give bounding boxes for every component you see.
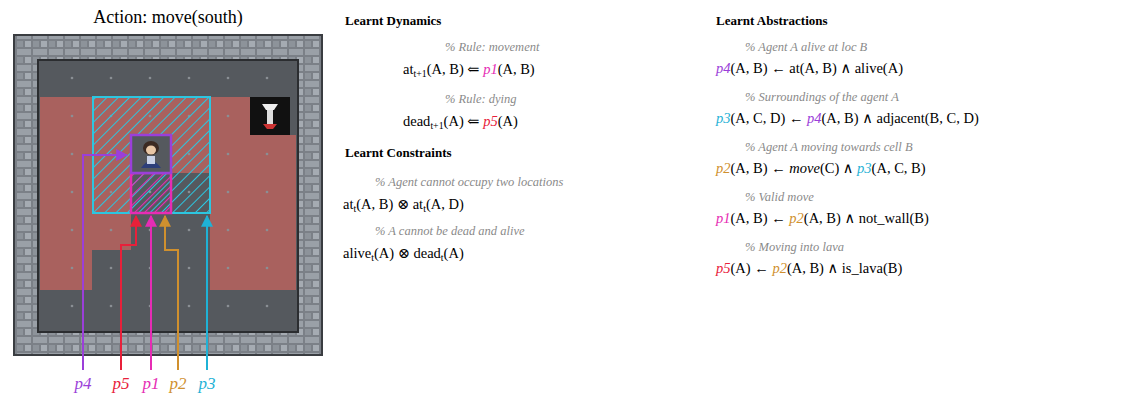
logic-rule-line: p1(A, B) ← p2(A, B) ∧ not_wall(B) — [716, 210, 929, 227]
logic-rule: p4 — [807, 110, 822, 126]
rule-comment: % Valid move — [745, 190, 814, 204]
logic-rule: p5 — [716, 260, 731, 276]
callout-label: p4 — [75, 374, 92, 394]
logic-rule: (C) ∧ — [820, 160, 857, 176]
logic-rule-line: p2(A, B) ← move(C) ∧ p3(A, C, B) — [716, 160, 926, 177]
exit-tile — [250, 97, 290, 135]
rule-comment: % Rule: dying — [445, 92, 517, 106]
leader-line — [206, 216, 208, 370]
logic-rule: p5 — [483, 113, 498, 129]
section-heading-line: Learnt Dynamics — [345, 13, 441, 29]
callout-label: p3 — [199, 374, 216, 394]
callout-label: p1 — [143, 374, 160, 394]
logic-rule: p3 — [716, 110, 731, 126]
logic-rule: p4 — [716, 60, 731, 76]
logic-rule: (A, B) — [498, 61, 535, 77]
rule-comment: % Rule: movement — [445, 40, 539, 54]
wall-outline — [14, 35, 322, 355]
rule-comment-line: % Rule: movement — [445, 40, 539, 55]
logic-rule: (A, C, B) — [872, 160, 926, 176]
logic-rule: p1 — [483, 61, 498, 77]
logic-rule: at — [403, 61, 413, 77]
logic-rule: (A, B) ← — [731, 160, 790, 176]
subscript: t+1 — [413, 68, 426, 79]
agent-cell — [131, 135, 171, 173]
logic-rule: (A) ⊗ dead — [374, 245, 441, 261]
logic-rule: p2 — [789, 210, 804, 226]
rule-comment-line: % Moving into lava — [745, 240, 844, 255]
subscript: t+1 — [430, 120, 443, 131]
logic-rule-line: p4(A, B) ← at(A, B) ∧ alive(A) — [716, 60, 903, 77]
figure-title: Action: move(south) — [93, 7, 242, 28]
rule-comment-line: % Agent A alive at loc B — [745, 40, 867, 55]
logic-rule: (A, B) ← — [731, 210, 790, 226]
logic-rule: (A, B) ∧ adjacent(B, C, D) — [822, 110, 979, 126]
leader-line — [165, 216, 178, 370]
logic-rule: p3 — [857, 160, 872, 176]
logic-rule: (A, B) ∧ is_lava(B) — [787, 260, 902, 276]
section-heading: Learnt Dynamics — [345, 13, 441, 28]
logic-rule: (A) — [444, 245, 464, 261]
logic-rule: (A, B) ← at(A, B) ∧ alive(A) — [731, 60, 904, 76]
logic-rule: (A, B) ∧ not_wall(B) — [804, 210, 929, 226]
rule-comment: % Agent cannot occupy two locations — [375, 175, 563, 189]
logic-rule: (A, C, D) ← — [731, 110, 808, 126]
subscript: t — [441, 252, 444, 263]
logic-rule-line: p3(A, C, D) ← p4(A, B) ∧ adjacent(B, C, … — [716, 110, 979, 127]
agent-sprite — [131, 135, 171, 173]
subscript: t — [371, 252, 374, 263]
leader-line — [121, 216, 136, 370]
subscript: t — [423, 203, 426, 214]
section-heading: Learnt Abstractions — [716, 13, 828, 28]
logic-rule-line: p5(A) ← p2(A, B) ∧ is_lava(B) — [716, 260, 902, 277]
logic-rule: p2 — [716, 160, 731, 176]
section-heading-line: Learnt Abstractions — [716, 13, 828, 29]
rule-comment: % Moving into lava — [745, 240, 844, 254]
rule-comment: % Surroundings of the agent A — [745, 90, 899, 104]
rule-comment-line: % Surroundings of the agent A — [745, 90, 899, 105]
floor-texture — [38, 60, 298, 332]
logic-rule-line: att+1(A, B) ⇐ p1(A, B) — [403, 61, 535, 79]
rule-comment-line: % Agent A moving towards cell B — [745, 140, 913, 155]
callout-label: p5 — [113, 374, 130, 394]
logic-rule: dead — [403, 113, 430, 129]
logic-rule: (A, B) ⊗ at — [356, 196, 423, 212]
logic-rule: (A) ⇐ — [444, 113, 484, 129]
rule-comment: % A cannot be dead and alive — [375, 224, 525, 238]
logic-rule-line: alivet(A) ⊗ deadt(A) — [343, 245, 464, 263]
logic-rule: p1 — [716, 210, 731, 226]
logic-rule-line: att(A, B) ⊗ att(A, D) — [343, 196, 464, 214]
section-heading-line: Learnt Constraints — [345, 145, 452, 161]
logic-rule: move — [789, 160, 820, 176]
rule-comment: % Agent A moving towards cell B — [745, 140, 913, 154]
logic-rule: at — [343, 196, 353, 212]
logic-rule: alive — [343, 245, 371, 261]
target-cell — [131, 173, 171, 213]
logic-rule: p2 — [772, 260, 787, 276]
rule-comment: % Agent A alive at loc B — [745, 40, 867, 54]
logic-rule: (A, D) — [426, 196, 464, 212]
rule-comment-line: % Rule: dying — [445, 92, 517, 107]
callout-label: p2 — [170, 374, 187, 394]
logic-rule: (A) — [498, 113, 518, 129]
section-heading: Learnt Constraints — [345, 145, 452, 160]
logic-rule: (A, B) ⇐ — [427, 61, 483, 77]
stone-wall — [14, 35, 322, 355]
rule-comment-line: % A cannot be dead and alive — [375, 224, 525, 239]
rule-comment-line: % Valid move — [745, 190, 814, 205]
subscript: t — [353, 203, 356, 214]
logic-rule-line: deadt+1(A) ⇐ p5(A) — [403, 113, 518, 131]
leader-line — [150, 216, 152, 370]
logic-rule: (A) ← — [731, 260, 773, 276]
rule-comment-line: % Agent cannot occupy two locations — [375, 175, 563, 190]
floor — [38, 60, 298, 332]
